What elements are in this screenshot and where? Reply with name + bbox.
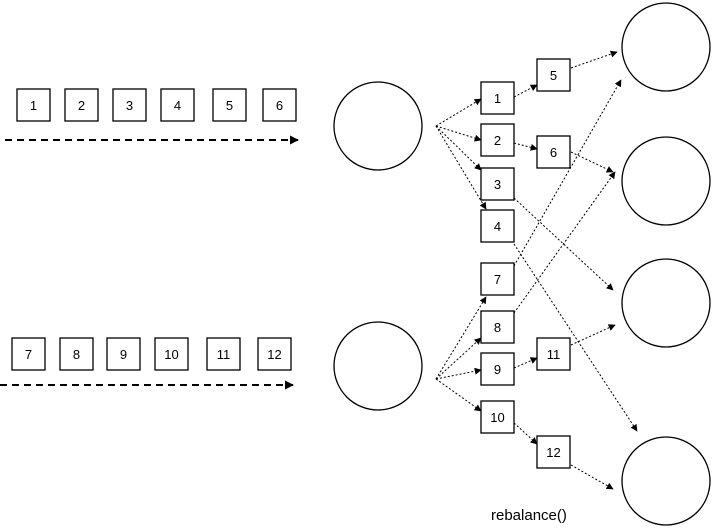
svg-text:1: 1 bbox=[30, 98, 37, 113]
edge-source2-to-7 bbox=[435, 296, 487, 380]
input-stream-bottom: 7 8 9 10 11 12 bbox=[0, 337, 294, 390]
svg-text:3: 3 bbox=[494, 177, 501, 192]
partitions: 1 2 3 4 5 6 7 8 bbox=[480, 58, 571, 469]
edge-9-to-11 bbox=[513, 357, 538, 369]
stream-item: 5 bbox=[212, 88, 247, 122]
connections bbox=[435, 50, 638, 490]
svg-text:5: 5 bbox=[550, 68, 557, 83]
svg-text:9: 9 bbox=[494, 362, 501, 377]
source-node-1 bbox=[333, 81, 423, 171]
partition-item: 7 bbox=[480, 262, 515, 296]
svg-text:7: 7 bbox=[25, 347, 32, 362]
edge-source1-to-1 bbox=[435, 98, 482, 127]
partition-item: 12 bbox=[536, 435, 571, 469]
partition-item: 3 bbox=[480, 167, 515, 201]
edge-2-to-6 bbox=[513, 142, 538, 151]
svg-text:11: 11 bbox=[217, 347, 231, 362]
stream-item: 11 bbox=[206, 337, 241, 371]
target-node-1 bbox=[621, 2, 711, 92]
partition-item: 6 bbox=[536, 135, 571, 169]
stream-item: 7 bbox=[11, 337, 46, 371]
rebalance-caption: rebalance() bbox=[491, 507, 567, 524]
partition-item: 1 bbox=[480, 81, 515, 115]
partition-item: 9 bbox=[480, 352, 515, 386]
edge-6-to-target2 bbox=[570, 151, 614, 173]
svg-text:2: 2 bbox=[494, 133, 501, 148]
stream-item: 1 bbox=[16, 88, 51, 122]
edge-source2-to-10 bbox=[435, 378, 482, 412]
partition-item: 8 bbox=[480, 310, 515, 344]
svg-text:10: 10 bbox=[490, 410, 504, 425]
target-node-3 bbox=[621, 258, 711, 348]
svg-text:6: 6 bbox=[276, 98, 283, 113]
stream-item: 10 bbox=[154, 337, 189, 371]
svg-text:8: 8 bbox=[494, 320, 501, 335]
edge-1-to-5 bbox=[513, 84, 538, 98]
svg-text:4: 4 bbox=[494, 219, 501, 234]
stream-item: 2 bbox=[64, 88, 99, 122]
edge-12-to-target4 bbox=[570, 464, 614, 490]
edge-3-to-target3 bbox=[513, 197, 614, 291]
edge-5-to-target1 bbox=[570, 50, 618, 69]
stream-item: 12 bbox=[257, 337, 292, 371]
stream-item: 8 bbox=[59, 337, 94, 371]
svg-text:1: 1 bbox=[494, 91, 501, 106]
svg-text:6: 6 bbox=[550, 145, 557, 160]
edge-11-to-target3 bbox=[570, 324, 616, 346]
svg-text:4: 4 bbox=[174, 98, 181, 113]
partition-item: 4 bbox=[480, 209, 515, 243]
partition-item: 10 bbox=[480, 400, 515, 434]
svg-text:12: 12 bbox=[267, 347, 281, 362]
edge-8-to-target2 bbox=[513, 171, 616, 314]
edge-source2-to-9 bbox=[435, 367, 482, 380]
source-node-2 bbox=[333, 321, 423, 411]
stream-item: 4 bbox=[160, 88, 195, 122]
svg-text:2: 2 bbox=[78, 98, 85, 113]
stream-item: 6 bbox=[262, 88, 297, 122]
svg-text:11: 11 bbox=[547, 347, 561, 362]
svg-text:3: 3 bbox=[126, 98, 133, 113]
partition-item: 5 bbox=[536, 58, 571, 92]
edge-source2-to-8 bbox=[435, 337, 482, 380]
stream-item: 9 bbox=[106, 337, 141, 371]
svg-text:9: 9 bbox=[120, 347, 127, 362]
svg-text:12: 12 bbox=[546, 445, 560, 460]
svg-text:8: 8 bbox=[73, 347, 80, 362]
svg-text:10: 10 bbox=[164, 347, 178, 362]
svg-text:7: 7 bbox=[494, 272, 501, 287]
partition-item: 11 bbox=[536, 337, 571, 371]
target-node-2 bbox=[621, 136, 711, 226]
svg-text:5: 5 bbox=[226, 98, 233, 113]
edge-4-to-target4 bbox=[513, 243, 638, 432]
edge-source1-to-3 bbox=[435, 125, 482, 171]
stream-item: 3 bbox=[112, 88, 147, 122]
input-stream-top: 1 2 3 4 5 6 bbox=[5, 88, 299, 145]
edge-source1-to-4 bbox=[435, 125, 487, 210]
target-node-4 bbox=[621, 436, 711, 526]
edge-10-to-12 bbox=[513, 422, 538, 445]
partition-item: 2 bbox=[480, 123, 515, 157]
